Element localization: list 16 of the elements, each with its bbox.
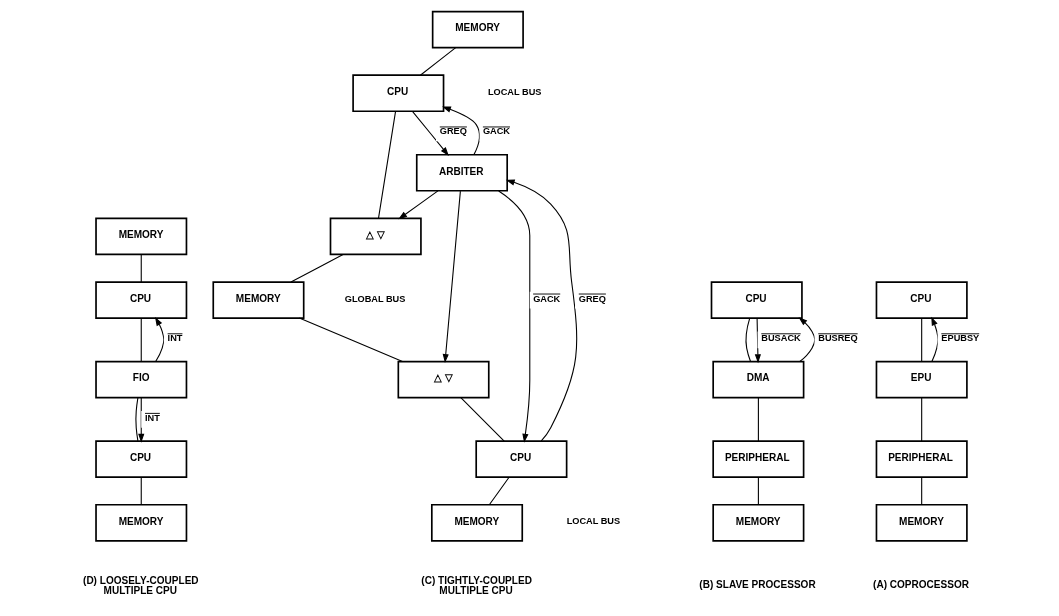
label: (D) LOOSELY-COUPLED MULTIPLE CPU [82, 574, 199, 596]
edge-label: EPUBSY [940, 333, 979, 344]
label: GLOBAL BUS [344, 293, 405, 304]
label: (A) COPROCESSOR [872, 579, 969, 591]
edge-label: BUSREQ [817, 333, 858, 344]
edge-label: GREQ [578, 293, 606, 304]
edge-label: INT [144, 412, 160, 423]
label: LOCAL BUS [487, 86, 541, 97]
edge-label: GREQ [439, 126, 467, 137]
edge-label: GACK [482, 126, 510, 137]
label: (C) TIGHTLY-COUPLED MULTIPLE CPU [420, 574, 532, 596]
label: (B) SLAVE PROCESSOR [698, 579, 816, 591]
edge-label: GACK [532, 293, 560, 304]
edge-label: BUSACK [760, 333, 801, 344]
label: LOCAL BUS [566, 516, 620, 527]
edge-label: INT [167, 333, 182, 344]
